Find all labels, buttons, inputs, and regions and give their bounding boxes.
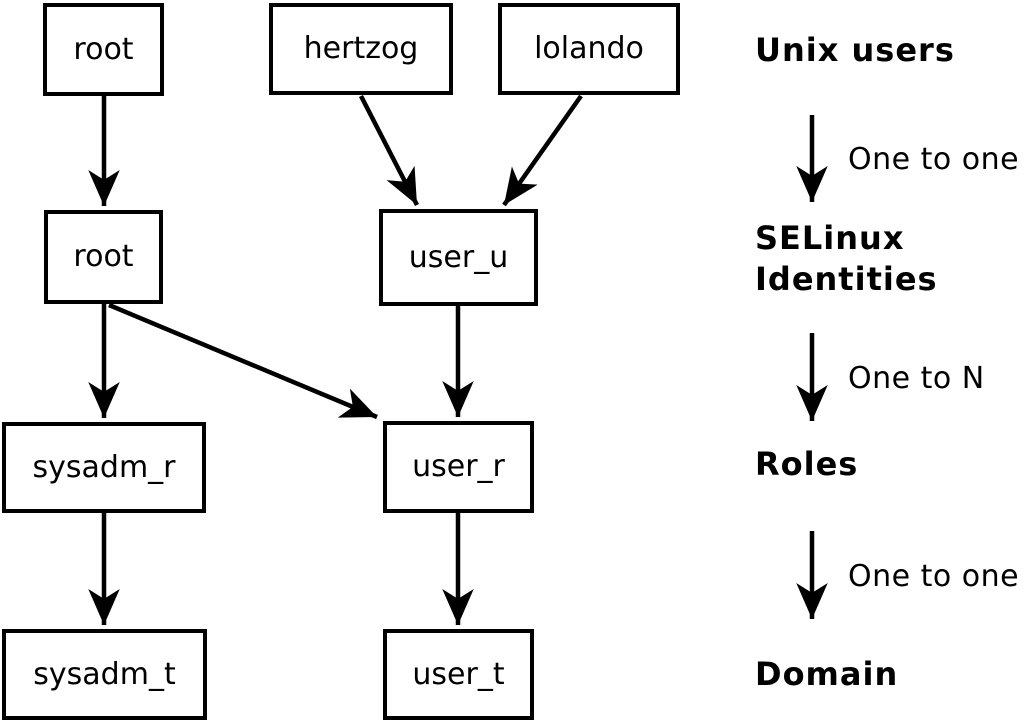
node-unix-hertzog: hertzog (269, 3, 453, 95)
node-role-user-r: user_r (383, 421, 534, 513)
legend-label-one-to-n: One to N (848, 361, 985, 396)
edge-selinux-root-to-user-r (108, 302, 378, 420)
legend-label-identities: Identities (755, 260, 938, 298)
node-unix-lolando: lolando (498, 3, 680, 95)
node-domain-user-t: user_t (383, 629, 534, 720)
legend-label-roles: Roles (755, 445, 859, 483)
legend-label-one-to-one-b: One to one (848, 559, 1020, 594)
node-selinux-user-u: user_u (379, 209, 538, 306)
node-domain-sysadm-t: sysadm_t (2, 629, 207, 720)
node-selinux-root: root (44, 210, 163, 304)
edge-hertzog-to-user-u (358, 94, 420, 207)
legend-label-one-to-one-a: One to one (848, 142, 1020, 177)
node-unix-root: root (43, 3, 164, 96)
node-role-sysadm-r: sysadm_r (2, 422, 206, 513)
edge-lolando-to-user-u (502, 94, 583, 207)
legend-label-domain: Domain (755, 655, 899, 693)
legend-label-unix-users: Unix users (755, 31, 955, 69)
legend-label-selinux: SELinux (755, 219, 905, 257)
